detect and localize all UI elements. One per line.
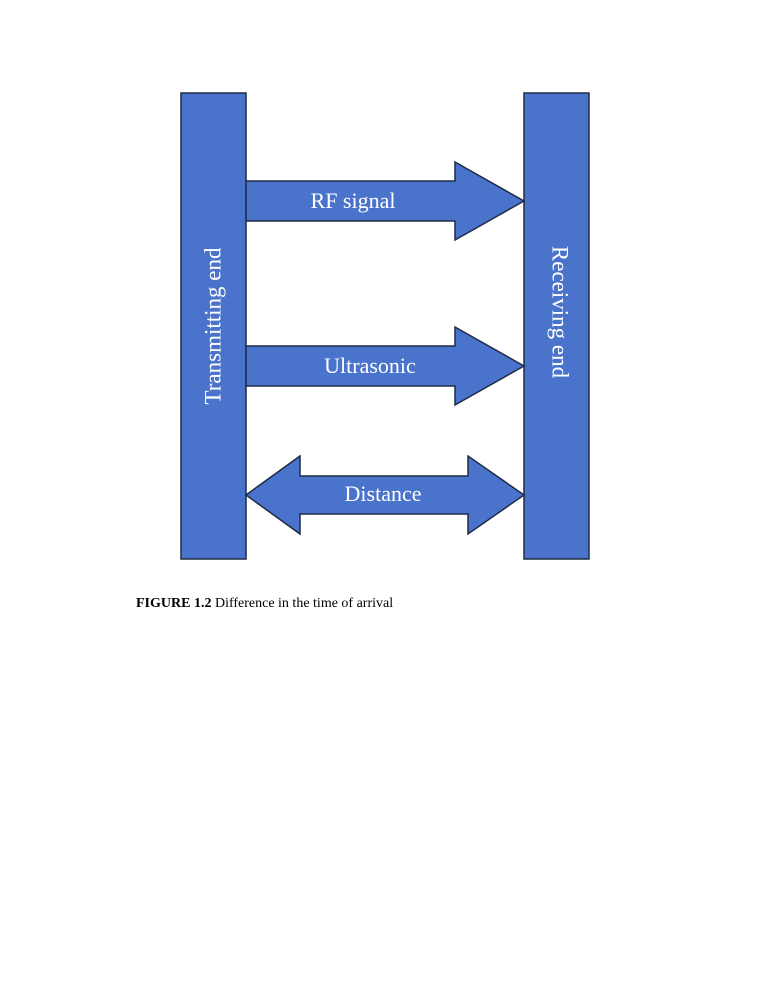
ultrasonic-label: Ultrasonic (324, 353, 416, 378)
rf-signal-label: RF signal (311, 188, 396, 213)
figure-caption-text: Difference in the time of arrival (214, 596, 394, 611)
figure-caption: FIGURE 1.2 Difference in the time of arr… (136, 596, 393, 612)
distance-label: Distance (345, 481, 422, 506)
ultrasonic-arrow (245, 325, 526, 407)
distance-double-arrow (244, 454, 526, 536)
transmitting-end-label: Transmitting end (200, 247, 225, 404)
transmitting-end-bar (180, 92, 247, 560)
receiving-end-bar (523, 92, 590, 560)
receiving-end-label: Receiving end (548, 246, 573, 379)
figure-number: FIGURE 1.2 (136, 596, 212, 611)
rf-signal-arrow (245, 160, 526, 242)
